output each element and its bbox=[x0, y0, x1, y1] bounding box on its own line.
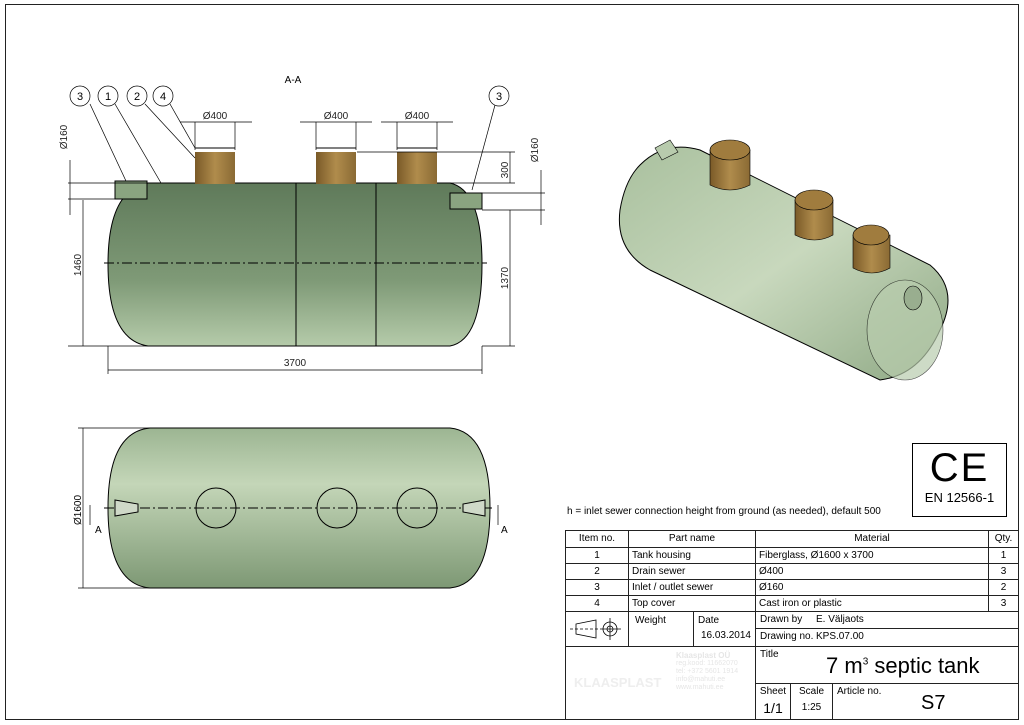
title-label: Title bbox=[760, 649, 779, 660]
isometric-view bbox=[618, 139, 949, 381]
bom-item-no: 3 bbox=[565, 579, 629, 596]
bom-header-part: Part name bbox=[628, 530, 756, 548]
dim-height-300: 300 bbox=[500, 161, 511, 178]
inlet-height-note: h = inlet sewer connection height from g… bbox=[567, 506, 881, 517]
balloon-4: 4 bbox=[160, 91, 166, 103]
company-name: Klaasplast OÜ bbox=[676, 651, 731, 660]
top-view: Ø1600 A A bbox=[73, 427, 508, 589]
dim-height-1370: 1370 bbox=[500, 266, 511, 289]
weight-cell: Weight bbox=[628, 611, 694, 647]
drawn-by-label: Drawn by bbox=[760, 614, 803, 625]
bom-material: Ø400 bbox=[755, 563, 989, 580]
outlet-pipe bbox=[449, 192, 483, 210]
date-label: Date bbox=[698, 615, 720, 626]
balloon-3-right: 3 bbox=[496, 91, 502, 103]
bom-header-item: Item no. bbox=[565, 530, 629, 548]
bom-material: Cast iron or plastic bbox=[755, 595, 989, 612]
bom-header-qty: Qty. bbox=[988, 530, 1019, 548]
drawing-no-label: Drawing no. bbox=[760, 631, 814, 642]
dim-d160-left: Ø160 bbox=[59, 124, 70, 149]
section-mark-right: A bbox=[501, 525, 508, 536]
company-line: reg.kood: 11662070 bbox=[676, 660, 738, 667]
dim-d160-right: Ø160 bbox=[530, 137, 541, 162]
bom-part-name: Inlet / outlet sewer bbox=[628, 579, 756, 596]
bom-qty: 1 bbox=[988, 547, 1019, 564]
dim-height-1460: 1460 bbox=[73, 253, 84, 276]
bom-header-material: Material bbox=[755, 530, 989, 548]
dim-d400-2: Ø400 bbox=[324, 111, 349, 122]
balloon-3-left: 3 bbox=[77, 91, 83, 103]
projection-symbol bbox=[565, 611, 629, 647]
bom-item-no: 2 bbox=[565, 563, 629, 580]
bom-item-no: 4 bbox=[565, 595, 629, 612]
bom-part-name: Top cover bbox=[628, 595, 756, 612]
dim-length-3700: 3700 bbox=[284, 358, 307, 369]
drawing-title: 7 m3 septic tank bbox=[826, 653, 980, 679]
drain-sewer-pipe-3 bbox=[397, 152, 437, 184]
title-rest: septic tank bbox=[868, 653, 980, 678]
article-value: S7 bbox=[921, 692, 946, 714]
article-label: Article no. bbox=[837, 686, 882, 697]
company-line: tel: +372 5601 1914 bbox=[676, 668, 739, 675]
date-cell: Date 16.03.2014 bbox=[693, 611, 756, 647]
title-main: 7 m bbox=[826, 653, 863, 678]
drain-sewer-pipe-1 bbox=[195, 152, 235, 184]
section-mark-left: A bbox=[95, 525, 102, 536]
dim-d400-1: Ø400 bbox=[203, 111, 228, 122]
company-line: www.mahuti.ee bbox=[676, 684, 724, 691]
bom-qty: 2 bbox=[988, 579, 1019, 596]
bom-qty: 3 bbox=[988, 595, 1019, 612]
scale-cell: Scale 1:25 bbox=[790, 683, 833, 720]
bom-part-name: Drain sewer bbox=[628, 563, 756, 580]
dim-d400-3: Ø400 bbox=[405, 111, 430, 122]
balloon-1: 1 bbox=[105, 91, 111, 103]
sheet-label: Sheet bbox=[759, 686, 787, 697]
bom-material: Fiberglass, Ø1600 x 3700 bbox=[755, 547, 989, 564]
dim-d1600: Ø1600 bbox=[73, 495, 84, 525]
bom-item-no: 1 bbox=[565, 547, 629, 564]
article-cell: Article no. S7 bbox=[832, 683, 1019, 720]
section-label: A-A bbox=[285, 75, 302, 86]
item-balloons: 3 1 2 4 3 bbox=[69, 85, 510, 107]
inlet-pipe bbox=[114, 180, 148, 200]
bom-qty: 3 bbox=[988, 563, 1019, 580]
drawing-no-cell: Drawing no.KPS.07.00 bbox=[755, 628, 1019, 647]
sheet-value: 1/1 bbox=[763, 700, 783, 716]
drawing-no-value: KPS.07.00 bbox=[816, 631, 864, 642]
scale-label: Scale bbox=[798, 686, 824, 697]
drawn-by-value: E. Väljaots bbox=[816, 614, 864, 625]
scale-value: 1:25 bbox=[801, 702, 822, 713]
section-view-a-a: A-A 3 1 2 4 3 bbox=[59, 75, 545, 374]
bom-part-name: Tank housing bbox=[628, 547, 756, 564]
drawn-by-cell: Drawn by E. Väljaots bbox=[755, 611, 1019, 629]
weight-label: Weight bbox=[635, 615, 666, 626]
title-cell: Title 7 m3 septic tank bbox=[755, 646, 1019, 684]
standard-label: EN 12566-1 bbox=[924, 490, 995, 505]
ce-mark: CE bbox=[929, 446, 990, 490]
company-line: info@mahuti.ee bbox=[676, 676, 726, 683]
date-value: 16.03.2014 bbox=[700, 630, 751, 641]
tank-body-section bbox=[107, 182, 483, 347]
drain-sewer-pipe-2 bbox=[316, 152, 356, 184]
title-sup: 3 bbox=[862, 656, 869, 668]
sheet-cell: Sheet 1/1 bbox=[755, 683, 791, 720]
balloon-2: 2 bbox=[134, 91, 140, 103]
ce-mark-box: CE EN 12566-1 bbox=[912, 443, 1007, 517]
company-logo-area: KLAASPLAST Klaasplast OÜ reg.kood: 11662… bbox=[565, 646, 756, 720]
drawing-frame bbox=[5, 4, 1019, 720]
bom-material: Ø160 bbox=[755, 579, 989, 596]
company-logo: KLAASPLAST bbox=[574, 675, 662, 690]
